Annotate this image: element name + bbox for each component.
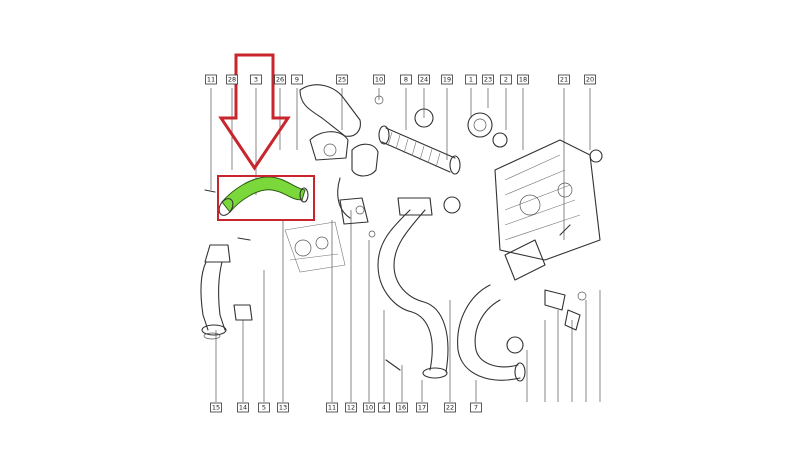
callout-10: 10	[373, 74, 385, 85]
callout-19: 19	[441, 74, 453, 85]
callout-15: 15	[210, 402, 222, 413]
svg-text:8: 8	[404, 76, 408, 84]
callout-22: 22	[444, 402, 456, 413]
svg-text:15: 15	[212, 404, 220, 412]
highlight-frame	[217, 175, 315, 221]
callout-11: 11	[326, 402, 338, 413]
engine-fragment-left	[284, 221, 346, 273]
svg-text:1: 1	[469, 76, 473, 84]
svg-text:20: 20	[586, 76, 594, 84]
svg-text:18: 18	[519, 76, 527, 84]
svg-text:7: 7	[474, 404, 478, 412]
callout-18: 18	[517, 74, 529, 85]
callout-8: 8	[400, 74, 412, 85]
callout-28: 28	[226, 74, 238, 85]
svg-text:28: 28	[228, 76, 236, 84]
indicator-arrow	[218, 53, 291, 171]
svg-text:24: 24	[420, 76, 428, 84]
callout-1: 1	[465, 74, 477, 85]
svg-text:16: 16	[398, 404, 406, 412]
callout-2: 2	[500, 74, 512, 85]
svg-text:21: 21	[560, 76, 568, 84]
svg-text:11: 11	[328, 404, 336, 412]
callout-3: 3	[250, 74, 262, 85]
callout-10: 10	[363, 402, 375, 413]
svg-text:25: 25	[338, 76, 346, 84]
svg-text:13: 13	[279, 404, 287, 412]
corrugated-pipe-part-8	[378, 108, 461, 214]
callout-16: 16	[396, 402, 408, 413]
svg-text:4: 4	[382, 404, 386, 412]
callout-20: 20	[584, 74, 596, 85]
callouts-top-row: 11 28 3 26 9 25 10 8 24 19 1 23 2 18 21 20	[205, 74, 596, 85]
svg-text:19: 19	[443, 76, 451, 84]
svg-text:10: 10	[375, 76, 383, 84]
callout-21: 21	[558, 74, 570, 85]
callout-5: 5	[258, 402, 270, 413]
fasteners	[204, 95, 571, 371]
svg-text:23: 23	[484, 76, 492, 84]
svg-text:22: 22	[446, 404, 454, 412]
callout-23: 23	[482, 74, 494, 85]
svg-text:9: 9	[295, 76, 299, 84]
svg-text:14: 14	[239, 404, 247, 412]
svg-text:3: 3	[254, 76, 258, 84]
outlet-pipe-part-22	[457, 239, 587, 382]
callout-11: 11	[205, 74, 217, 85]
callouts-bottom-row: 15 14 5 13 11 12 10 4 16 17 22 7	[210, 402, 482, 413]
callout-24: 24	[418, 74, 430, 85]
callout-4: 4	[378, 402, 390, 413]
callout-7: 7	[470, 402, 482, 413]
callout-9: 9	[291, 74, 303, 85]
intake-pipe-part-4	[339, 197, 449, 379]
svg-text:17: 17	[418, 404, 426, 412]
svg-text:10: 10	[365, 404, 373, 412]
svg-text:5: 5	[262, 404, 266, 412]
highlighted-hose-part-3	[218, 176, 309, 216]
svg-text:2: 2	[504, 76, 508, 84]
svg-text:11: 11	[207, 76, 215, 84]
clip-part-14	[233, 304, 253, 321]
engine-block-part-18	[467, 112, 603, 261]
hose-part-5	[200, 244, 231, 340]
callout-25: 25	[336, 74, 348, 85]
callout-12: 12	[345, 402, 357, 413]
throttle-assembly-part-9	[299, 84, 379, 219]
leader-lines	[210, 88, 601, 402]
callout-14: 14	[237, 402, 249, 413]
callout-17: 17	[416, 402, 428, 413]
svg-text:26: 26	[276, 76, 284, 84]
callout-26: 26	[274, 74, 286, 85]
svg-text:12: 12	[347, 404, 355, 412]
callout-13: 13	[277, 402, 289, 413]
